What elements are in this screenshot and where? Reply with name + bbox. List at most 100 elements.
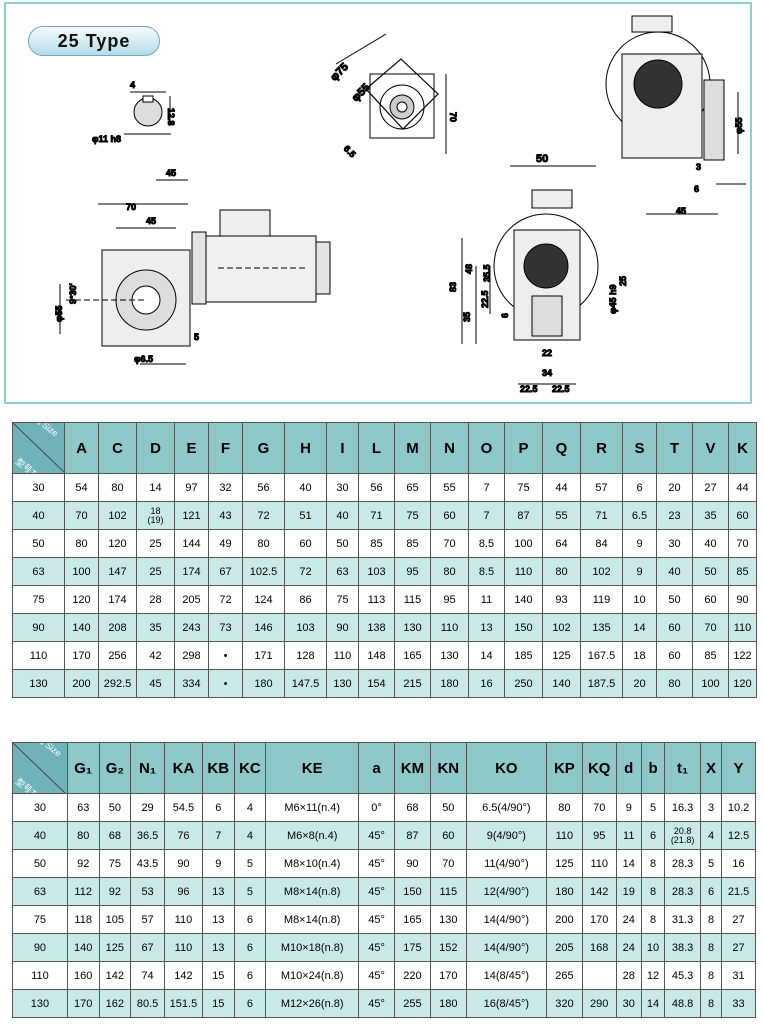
table-cell: 14 bbox=[615, 849, 642, 878]
table-cell: 45 bbox=[136, 669, 175, 698]
table-cell: 165 bbox=[394, 641, 431, 670]
table-cell: M8×14(n.8) bbox=[265, 905, 360, 934]
table-cell: 100 bbox=[504, 529, 543, 558]
table-cell: 102 bbox=[98, 501, 137, 530]
table-cell: 57 bbox=[580, 473, 623, 502]
table-cell: 11(4/90°) bbox=[465, 849, 547, 878]
dim-5: 5 bbox=[194, 332, 199, 342]
table-cell: 14(4/90°) bbox=[465, 933, 547, 962]
table-cell: 67 bbox=[208, 557, 243, 586]
table1-header-5: G bbox=[242, 422, 285, 474]
table-cell: 40 bbox=[284, 473, 327, 502]
table-cell: 12 bbox=[640, 961, 666, 990]
table1-header-4: F bbox=[208, 422, 243, 474]
dim-83: 83 bbox=[448, 282, 458, 292]
dim-45h9: φ45 h9 bbox=[608, 285, 618, 314]
dim-45b: 45 bbox=[146, 216, 156, 226]
table-cell: 8.5 bbox=[468, 557, 505, 586]
table-cell: 73 bbox=[208, 613, 243, 642]
table-cell: 8.5 bbox=[468, 529, 505, 558]
table-cell: 255 bbox=[394, 989, 431, 1018]
table1-header-14: R bbox=[580, 422, 623, 474]
table-cell: 55 bbox=[542, 501, 581, 530]
table-cell: 180 bbox=[545, 877, 583, 906]
table-cell: 15 bbox=[201, 989, 235, 1018]
table-cell: 119 bbox=[580, 585, 623, 614]
table-cell: 265 bbox=[545, 961, 583, 990]
shaft-section-view bbox=[124, 91, 171, 135]
table-cell: 113 bbox=[358, 585, 395, 614]
table1-header-1: C bbox=[98, 422, 137, 474]
table2-header-4: KB bbox=[201, 742, 235, 794]
table-cell: 95 bbox=[430, 585, 469, 614]
table-cell: 6.5(4/90°) bbox=[465, 793, 547, 822]
dim-35: 35 bbox=[462, 312, 472, 322]
table-cell: 75 bbox=[12, 585, 65, 614]
table-cell: 80 bbox=[98, 473, 137, 502]
table2-header-11: KP bbox=[545, 742, 583, 794]
table-cell: 49 bbox=[208, 529, 243, 558]
table-cell: 8 bbox=[640, 877, 666, 906]
table-cell: 70 bbox=[429, 849, 467, 878]
table-cell: 165 bbox=[394, 905, 431, 934]
table-cell: 74 bbox=[130, 961, 165, 990]
table-cell: 215 bbox=[394, 669, 431, 698]
dim-55c: φ55 bbox=[734, 118, 744, 134]
table-cell: 10 bbox=[640, 933, 666, 962]
table-cell: 50 bbox=[692, 557, 729, 586]
dim-34: 34 bbox=[542, 368, 552, 378]
dim-22-5b: 22.5 bbox=[552, 384, 570, 394]
table-cell: 147.5 bbox=[284, 669, 327, 698]
table-cell: • bbox=[208, 641, 243, 670]
table-cell: 35 bbox=[692, 501, 729, 530]
table2-header-6: KE bbox=[265, 742, 360, 794]
table-cell: 23 bbox=[656, 501, 693, 530]
table-cell: 85 bbox=[358, 529, 395, 558]
table-cell: 290 bbox=[581, 989, 617, 1018]
table-cell: 56 bbox=[358, 473, 395, 502]
table-cell: 63 bbox=[12, 877, 68, 906]
table-cell: 70 bbox=[64, 501, 99, 530]
dim-22-5a: 22.5 bbox=[520, 384, 538, 394]
table-cell: 7 bbox=[201, 821, 235, 850]
table-cell: 138 bbox=[358, 613, 395, 642]
table-cell: 57 bbox=[130, 905, 165, 934]
table-cell: 32 bbox=[208, 473, 243, 502]
dim-3: 3 bbox=[696, 162, 701, 172]
table-cell: 208 bbox=[98, 613, 137, 642]
table-cell: 55 bbox=[430, 473, 469, 502]
table-cell: 50 bbox=[429, 793, 467, 822]
table-cell: 103 bbox=[284, 613, 327, 642]
table-cell: 50 bbox=[326, 529, 359, 558]
table-cell: 180 bbox=[430, 669, 469, 698]
gearbox-top-right-view bbox=[605, 15, 746, 215]
table-cell: 18(19) bbox=[136, 501, 175, 530]
dim-45a: 45 bbox=[166, 168, 176, 178]
table-cell: 122 bbox=[728, 641, 757, 670]
table-cell: 50 bbox=[12, 849, 68, 878]
table-cell: 80 bbox=[66, 821, 100, 850]
table2-header-12: KQ bbox=[581, 742, 617, 794]
table-cell: 110 bbox=[728, 613, 757, 642]
table2-header-16: X bbox=[700, 742, 723, 794]
table-cell: 14 bbox=[468, 641, 505, 670]
table-cell: 110 bbox=[163, 905, 203, 934]
table-cell: 320 bbox=[545, 989, 583, 1018]
table1-header-12: P bbox=[504, 422, 543, 474]
table-cell: 50 bbox=[656, 585, 693, 614]
table-cell: 71 bbox=[580, 501, 623, 530]
table-cell: 147 bbox=[98, 557, 137, 586]
table-cell: 148 bbox=[358, 641, 395, 670]
dim-50: 50 bbox=[536, 153, 548, 165]
table-cell: 90 bbox=[728, 585, 757, 614]
table-cell: 13 bbox=[468, 613, 505, 642]
table-cell: 65 bbox=[394, 473, 431, 502]
table-cell: 45° bbox=[358, 821, 395, 850]
